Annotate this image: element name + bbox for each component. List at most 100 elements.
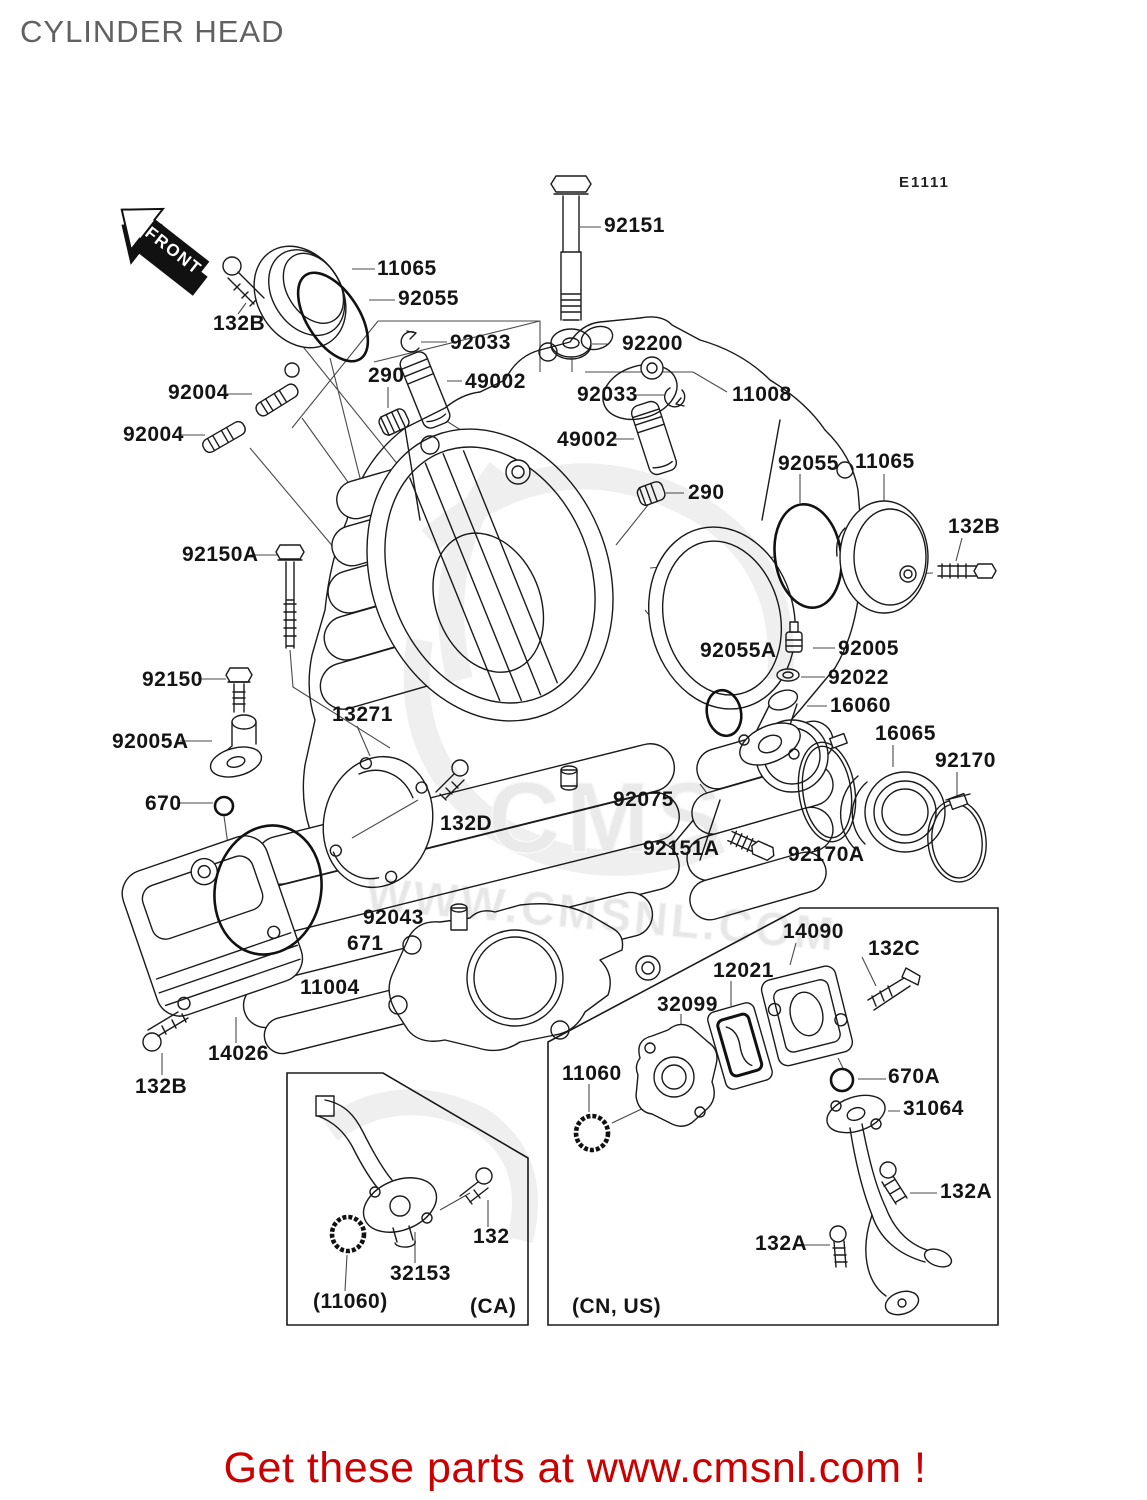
- part-label-11065-right[interactable]: 11065: [855, 450, 915, 473]
- part-label-290-left[interactable]: 290: [368, 364, 405, 387]
- part-16060-holder: [738, 689, 801, 766]
- part-label-16060[interactable]: 16060: [830, 694, 891, 717]
- part-132B-bolt-right: [937, 563, 997, 579]
- part-label-13271[interactable]: 13271: [332, 703, 393, 726]
- cap-tab-hole: [284, 362, 300, 378]
- part-label-92075[interactable]: 92075: [613, 788, 674, 811]
- part-label-32099[interactable]: 32099: [657, 993, 718, 1016]
- part-92005A-elbow: [209, 714, 263, 778]
- leader-13271-inner: [351, 799, 419, 839]
- part-label-132B-right[interactable]: 132B: [948, 515, 1000, 538]
- part-670-oring: [213, 795, 235, 817]
- part-14090-cover: [760, 965, 854, 1067]
- part-132-bolt-ca: [459, 1167, 493, 1205]
- part-label-92150[interactable]: 92150: [142, 668, 203, 691]
- part-92200-washer: [550, 328, 592, 360]
- part-label-11060[interactable]: 11060: [562, 1062, 622, 1085]
- part-label-92055-right[interactable]: 92055: [778, 452, 839, 475]
- ref-label-11060-paren: (11060): [313, 1290, 388, 1313]
- part-label-11004[interactable]: 11004: [300, 976, 360, 999]
- part-label-32153[interactable]: 32153: [390, 1262, 451, 1285]
- part-label-92043[interactable]: 92043: [363, 906, 424, 929]
- part-label-92200[interactable]: 92200: [622, 332, 683, 355]
- part-92150A-bolt: [275, 544, 305, 649]
- part-11065-cap-right: [835, 500, 929, 614]
- part-label-11065-left[interactable]: 11065: [377, 257, 437, 280]
- part-label-92055A[interactable]: 92055A: [700, 639, 777, 662]
- part-label-670[interactable]: 670: [145, 792, 182, 815]
- part-label-671[interactable]: 671: [347, 932, 384, 955]
- front-arrow: FRONT: [120, 207, 210, 296]
- part-92150-bolt: [225, 667, 253, 713]
- part-label-132A-right[interactable]: 132A: [940, 1180, 992, 1203]
- part-label-92055-left[interactable]: 92055: [398, 287, 459, 310]
- inset-label-ca: (CA): [470, 1295, 516, 1318]
- part-label-12021[interactable]: 12021: [713, 959, 774, 982]
- part-label-132C[interactable]: 132C: [868, 937, 920, 960]
- part-label-92033-left[interactable]: 92033: [450, 331, 511, 354]
- part-12021-reed-plate: [707, 1002, 773, 1090]
- part-92170-clamp: [927, 792, 987, 883]
- part-label-92151A[interactable]: 92151A: [643, 837, 720, 860]
- footer-promo-link[interactable]: Get these parts at www.cmsnl.com !: [224, 1444, 927, 1492]
- part-92043-dowel: [450, 903, 468, 931]
- part-13271-plate: [322, 755, 434, 889]
- part-label-92005A[interactable]: 92005A: [112, 730, 189, 753]
- part-labels: CYLINDER HEAD E1111 92151 11065 92055 13…: [20, 14, 1000, 1318]
- part-92033-clip-right: [664, 387, 686, 408]
- part-92151-bolt: [550, 175, 592, 321]
- part-label-92004-lower[interactable]: 92004: [123, 423, 184, 446]
- inset-box-cn-us: [547, 907, 999, 1326]
- part-label-132D[interactable]: 132D: [440, 812, 492, 835]
- diagram-artwork: FRONT: [120, 175, 999, 1326]
- part-132C-bolt: [867, 967, 921, 1011]
- part-label-132B-bottom[interactable]: 132B: [135, 1075, 187, 1098]
- part-label-132B-left[interactable]: 132B: [213, 312, 265, 335]
- part-290-plug-left: [378, 408, 410, 436]
- part-label-11008[interactable]: 11008: [732, 383, 792, 406]
- part-label-92033-right[interactable]: 92033: [577, 383, 638, 406]
- part-label-92004-upper[interactable]: 92004: [168, 381, 229, 404]
- part-label-31064[interactable]: 31064: [903, 1097, 964, 1120]
- part-label-290-right[interactable]: 290: [688, 481, 725, 504]
- part-92170A-clamp: [797, 732, 857, 843]
- part-label-92151[interactable]: 92151: [604, 214, 665, 237]
- part-label-16065[interactable]: 16065: [875, 722, 936, 745]
- part-49002-guide-right: [630, 400, 678, 476]
- part-31064-breather-pipe: [826, 1094, 953, 1316]
- part-label-132A-left[interactable]: 132A: [755, 1232, 807, 1255]
- part-11060-oil-seal: [573, 1113, 611, 1153]
- part-132B-bolt-left: [222, 256, 265, 307]
- part-label-670A[interactable]: 670A: [888, 1065, 940, 1088]
- part-92055A-oring: [705, 688, 743, 738]
- watermark-logo-text: CMS: [488, 762, 728, 874]
- part-label-92150A[interactable]: 92150A: [182, 543, 259, 566]
- part-670A-oring: [829, 1067, 855, 1093]
- part-92033-clip-left: [400, 330, 420, 353]
- inset-label-cn-us: (CN, US): [572, 1295, 661, 1318]
- part-132A-bolt-right: [879, 1161, 908, 1205]
- part-label-92022[interactable]: 92022: [828, 666, 889, 689]
- diagram-code: E1111: [899, 174, 950, 191]
- part-label-92170[interactable]: 92170: [935, 749, 996, 772]
- part-92004-stud-lower: [202, 420, 246, 454]
- part-label-49002-left[interactable]: 49002: [465, 370, 526, 393]
- part-132B-bolt-bottom: [142, 1011, 189, 1052]
- part-14026-head-cover: [121, 835, 304, 1017]
- part-label-49002-right[interactable]: 49002: [557, 428, 618, 451]
- part-132A-bolt-left: [829, 1225, 848, 1268]
- part-label-14090[interactable]: 14090: [783, 920, 844, 943]
- page-title: CYLINDER HEAD: [20, 14, 285, 49]
- part-label-92005[interactable]: 92005: [838, 637, 899, 660]
- part-11065-cap-left: [253, 245, 347, 349]
- part-11060-oil-seal-ca: [329, 1214, 367, 1254]
- part-label-132[interactable]: 132: [473, 1225, 510, 1248]
- part-label-92170A[interactable]: 92170A: [788, 843, 865, 866]
- part-11004-gasket: [388, 903, 661, 1052]
- part-92004-stud-upper: [255, 383, 299, 417]
- part-92151A-bolt: [727, 830, 775, 862]
- part-32099-fitting: [635, 1023, 718, 1127]
- part-49002-guide-left: [399, 351, 451, 429]
- part-label-14026[interactable]: 14026: [208, 1042, 269, 1065]
